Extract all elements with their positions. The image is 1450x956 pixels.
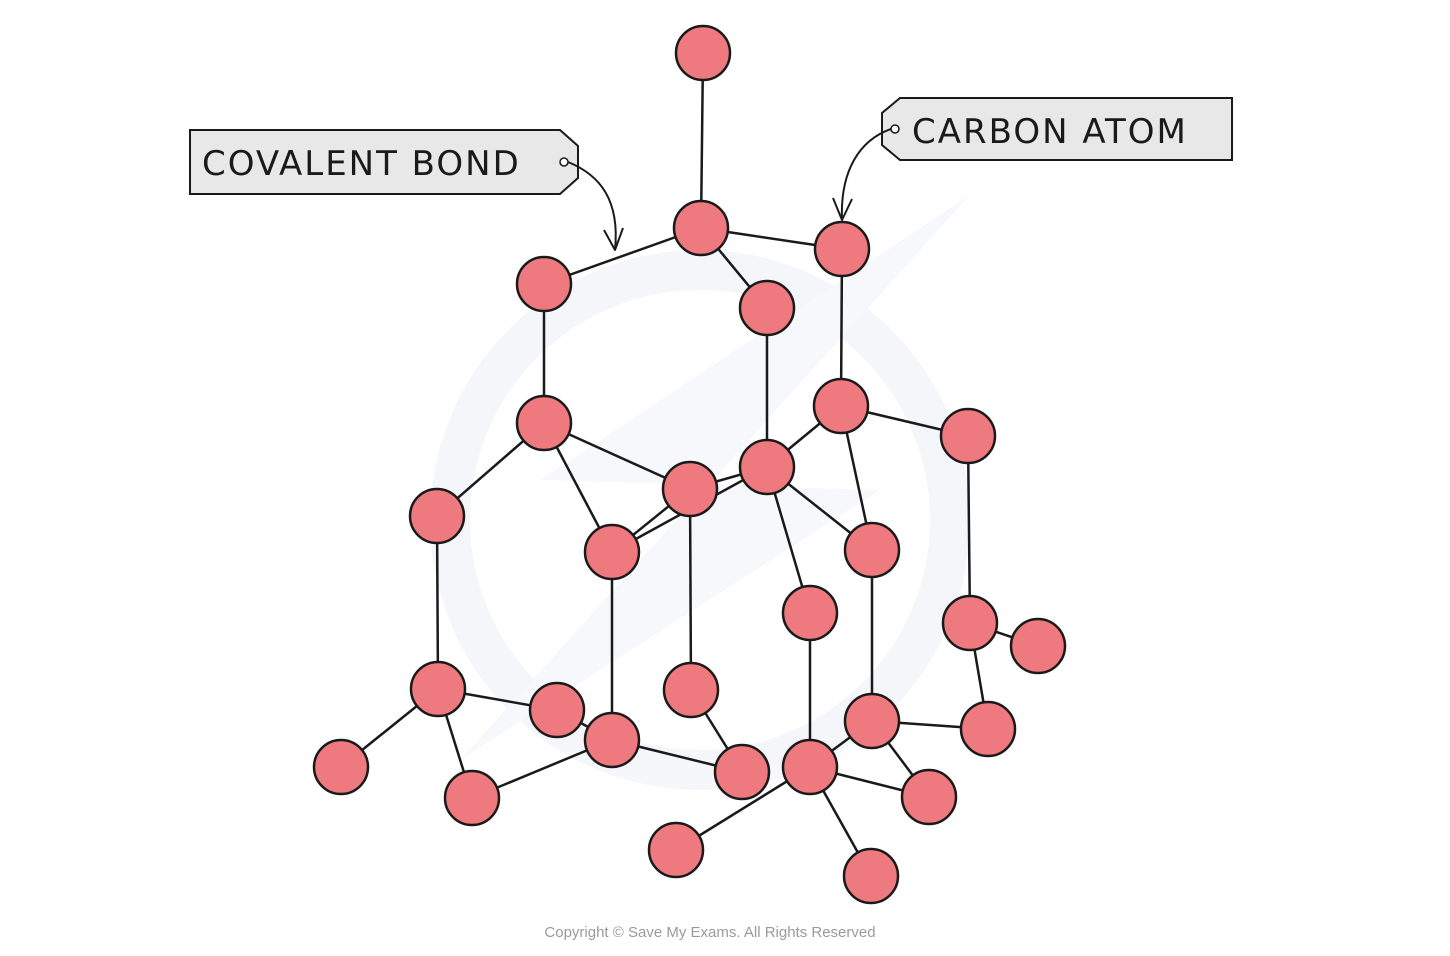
- carbon-atom: [781, 584, 839, 642]
- carbon-atom: [661, 460, 719, 518]
- carbon-atom: [443, 769, 501, 827]
- covalent-bond-line: [699, 51, 705, 230]
- copyright-text: Copyright © Save My Exams. All Rights Re…: [544, 924, 875, 941]
- carbon-atom: [959, 700, 1017, 758]
- carbon-atom-label-box: [881, 97, 1233, 161]
- carbon-atom: [672, 199, 730, 257]
- carbon-atom: [583, 711, 641, 769]
- covalent-bond-label-hole: [559, 157, 569, 167]
- covalent-bond-label: COVALENT BOND: [189, 129, 624, 251]
- carbon-atom: [843, 521, 901, 579]
- covalent-bond-label-text: COVALENT BOND: [202, 144, 521, 184]
- carbon-atom: [583, 523, 641, 581]
- covalent-bond-line: [966, 434, 972, 625]
- carbon-atom-arrowhead: [832, 197, 853, 221]
- carbon-atom: [408, 487, 466, 545]
- carbon-atom: [941, 594, 999, 652]
- carbon-atom: [409, 660, 467, 718]
- carbon-atom: [843, 692, 901, 750]
- covalent-bond-line: [688, 487, 693, 692]
- covalent-bond-pointer-arrow: [567, 161, 617, 251]
- carbon-atom: [515, 255, 573, 313]
- carbon-atom: [674, 24, 732, 82]
- carbon-atom: [781, 738, 839, 796]
- carbon-atom: [738, 438, 796, 496]
- carbon-atom: [713, 743, 771, 801]
- covalent-bond-arrowhead: [603, 227, 624, 251]
- carbon-atom-label: CARBON ATOM: [832, 97, 1233, 221]
- carbon-atom: [842, 847, 900, 905]
- carbon-atom-label-hole: [890, 124, 900, 134]
- carbon-atom: [812, 377, 870, 435]
- carbon-atom: [738, 279, 796, 337]
- carbon-atom: [662, 661, 720, 719]
- carbon-atom: [647, 821, 705, 879]
- carbon-atom: [1009, 617, 1067, 675]
- carbon-atom: [515, 394, 573, 452]
- carbon-atom: [939, 407, 997, 465]
- carbon-atom: [312, 738, 370, 796]
- carbon-atom-label-text: CARBON ATOM: [912, 112, 1188, 152]
- carbon-atom: [528, 681, 586, 739]
- covalent-bond-label-box: [189, 129, 579, 195]
- carbon-atom: [900, 768, 958, 826]
- covalent-bond-line: [435, 514, 440, 691]
- carbon-atom-pointer-arrow: [840, 128, 892, 221]
- carbon-atoms: [312, 24, 1067, 905]
- carbon-atom: [813, 220, 871, 278]
